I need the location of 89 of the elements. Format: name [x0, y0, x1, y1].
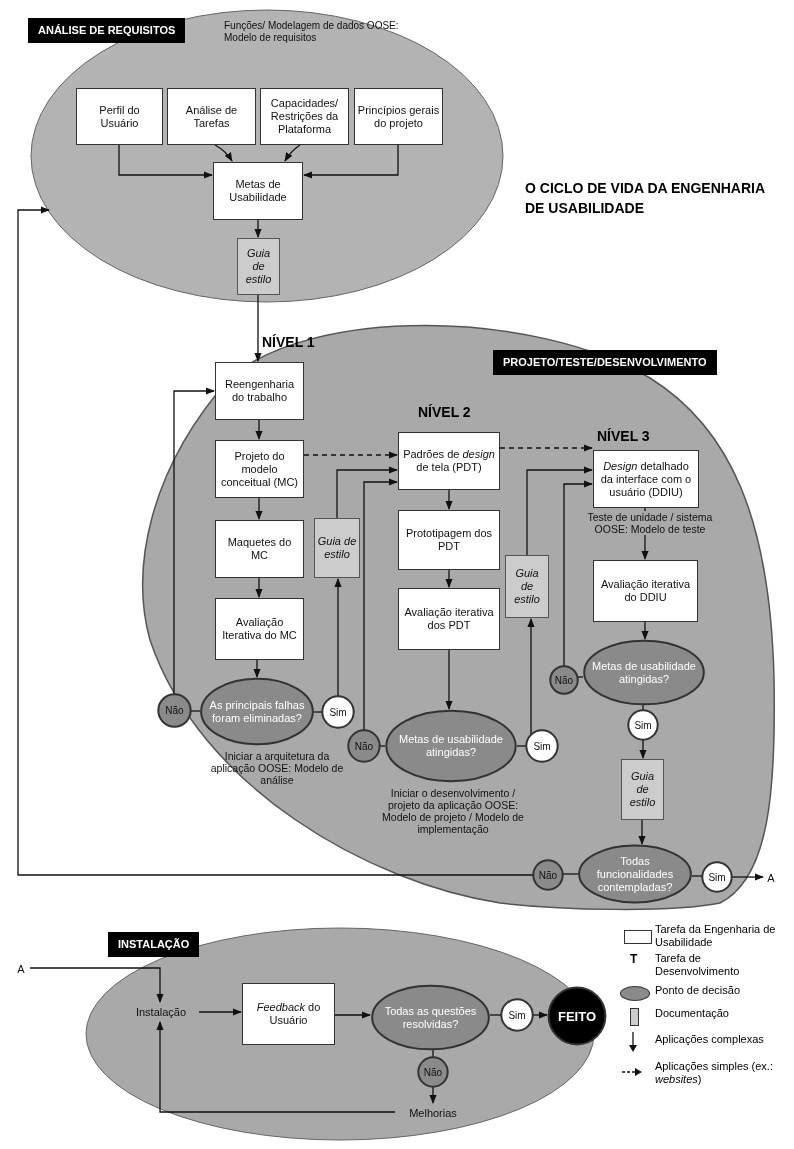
arrow: [641, 621, 649, 640]
caption-text: Iniciar o desenvolvimento / projeto da aplicação OOSE: Modelo de projeto / Modelo de implementação: [381, 787, 525, 835]
section-heading: INSTALAÇÃO: [108, 932, 200, 957]
connector-line: [190, 710, 201, 712]
decision-ellipse: Metas de usabilidade atingidas?: [583, 640, 705, 705]
process-box: Metas de Usabilidade: [213, 162, 303, 220]
process-box: Padrões de design de tela (PDT): [398, 432, 500, 490]
arrow: [336, 466, 398, 519]
arrow: [563, 480, 593, 667]
process-box: Avaliação iterativa do DDIU: [593, 560, 698, 622]
decision-ellipse: As principais falhas foram eliminadas?: [200, 678, 314, 745]
process-box: Reengenharia do trabalho: [215, 362, 304, 420]
process-box: Prototipagem dos PDT: [398, 510, 500, 570]
process-box: Avaliação Iterativa do MC: [215, 598, 304, 660]
arrow: [198, 1008, 242, 1016]
level-heading: NÍVEL 3: [597, 428, 650, 444]
arrow: [429, 1086, 437, 1104]
arrow: [639, 739, 647, 759]
document-box: Guia de estilo: [314, 518, 360, 578]
document-box: Guia de estilo: [621, 759, 664, 820]
connector-line: [562, 873, 579, 875]
section-heading: ANÁLISE DE REQUISITOS: [28, 18, 186, 43]
level-heading: NÍVEL 2: [418, 404, 471, 420]
end-circle: FEITO: [548, 987, 606, 1045]
phase-ellipse: [28, 8, 506, 305]
process-box: Avaliação iterativa dos PDT: [398, 588, 500, 650]
arrow: [156, 1021, 396, 1113]
text-label: Instalação: [125, 1003, 197, 1021]
connector-line: [516, 745, 527, 747]
arrow: [638, 819, 646, 845]
arrow: [29, 967, 164, 1003]
process-box: Maquetes do MC: [215, 520, 304, 578]
arrow: [445, 569, 453, 588]
process-box: Perfil do Usuário: [76, 88, 163, 145]
document-box: Guia de estilo: [505, 555, 549, 618]
arrow: [499, 444, 593, 452]
connector-line: [432, 1049, 434, 1058]
legend-text: Ponto de decisão: [655, 984, 741, 997]
arrow: [254, 219, 262, 238]
section-heading: PROJETO/TESTE/DESENVOLVIMENTO: [493, 350, 717, 375]
connector-line: [577, 676, 584, 678]
arrow: [118, 144, 213, 179]
legend-text: Tarefa de Desenvolvimento: [655, 952, 741, 978]
note-text: Funções/ Modelagem de dados OOSE: Modelo de requisitos: [224, 20, 400, 44]
arrow: [334, 578, 342, 697]
arrow: [17, 206, 534, 876]
legend-text: Tarefa da Engenharia de Usabilidade: [655, 923, 777, 949]
document-box: Guia de estilo: [237, 238, 280, 295]
decision-ellipse: Todas as questões resolvidas?: [371, 985, 490, 1050]
process-box: Design detalhado da interface com o usuário (DDIU): [593, 450, 699, 508]
arrow: [445, 489, 453, 510]
arrow: [214, 144, 233, 162]
text-label: Melhorias: [397, 1104, 469, 1122]
connector-line: [691, 875, 703, 877]
connector-line: [313, 711, 323, 713]
arrow: [255, 419, 263, 440]
arrow: [532, 1011, 548, 1019]
arrow: [527, 618, 535, 736]
arrow: [253, 659, 261, 678]
legend-text: Aplicações simples (ex.: websites): [655, 1060, 774, 1086]
connector-line: [642, 704, 644, 711]
arrow: [526, 466, 593, 556]
arrow: [255, 497, 263, 520]
decision-ellipse: Metas de usabilidade atingidas?: [385, 710, 517, 782]
legend-text: Aplicações complexas: [655, 1033, 765, 1046]
arrow: [445, 649, 453, 710]
arrow: [255, 577, 263, 598]
text-label: A: [764, 870, 778, 886]
arrow: [731, 873, 764, 881]
arrow: [334, 1011, 371, 1019]
arrow: [303, 451, 398, 459]
process-box: Princípios gerais do projeto: [354, 88, 443, 145]
no-circle: Não: [158, 694, 191, 727]
level-heading: NÍVEL 1: [262, 334, 315, 350]
legend-text: Documentação: [655, 1007, 730, 1020]
process-box: Capacidades/ Restrições da Plataforma: [260, 88, 349, 145]
decision-ellipse: Todas funcionalidades contempladas?: [578, 845, 692, 903]
text-label: A: [14, 961, 28, 977]
process-box: Análise de Tarefas: [167, 88, 256, 145]
arrow: [303, 144, 399, 179]
arrow: [284, 144, 301, 162]
arrow: [363, 478, 398, 731]
process-box: Feedback do Usuário: [242, 983, 335, 1045]
diagram-title: O CICLO DE VIDA DA ENGENHARIA DE USABILIDADE: [525, 179, 766, 218]
legend-symbol: T: [630, 952, 638, 966]
connector-line: [489, 1014, 502, 1016]
connector-line: [379, 745, 386, 747]
arrow: [173, 387, 215, 695]
process-box: Projeto do modelo conceitual (MC): [215, 440, 304, 498]
